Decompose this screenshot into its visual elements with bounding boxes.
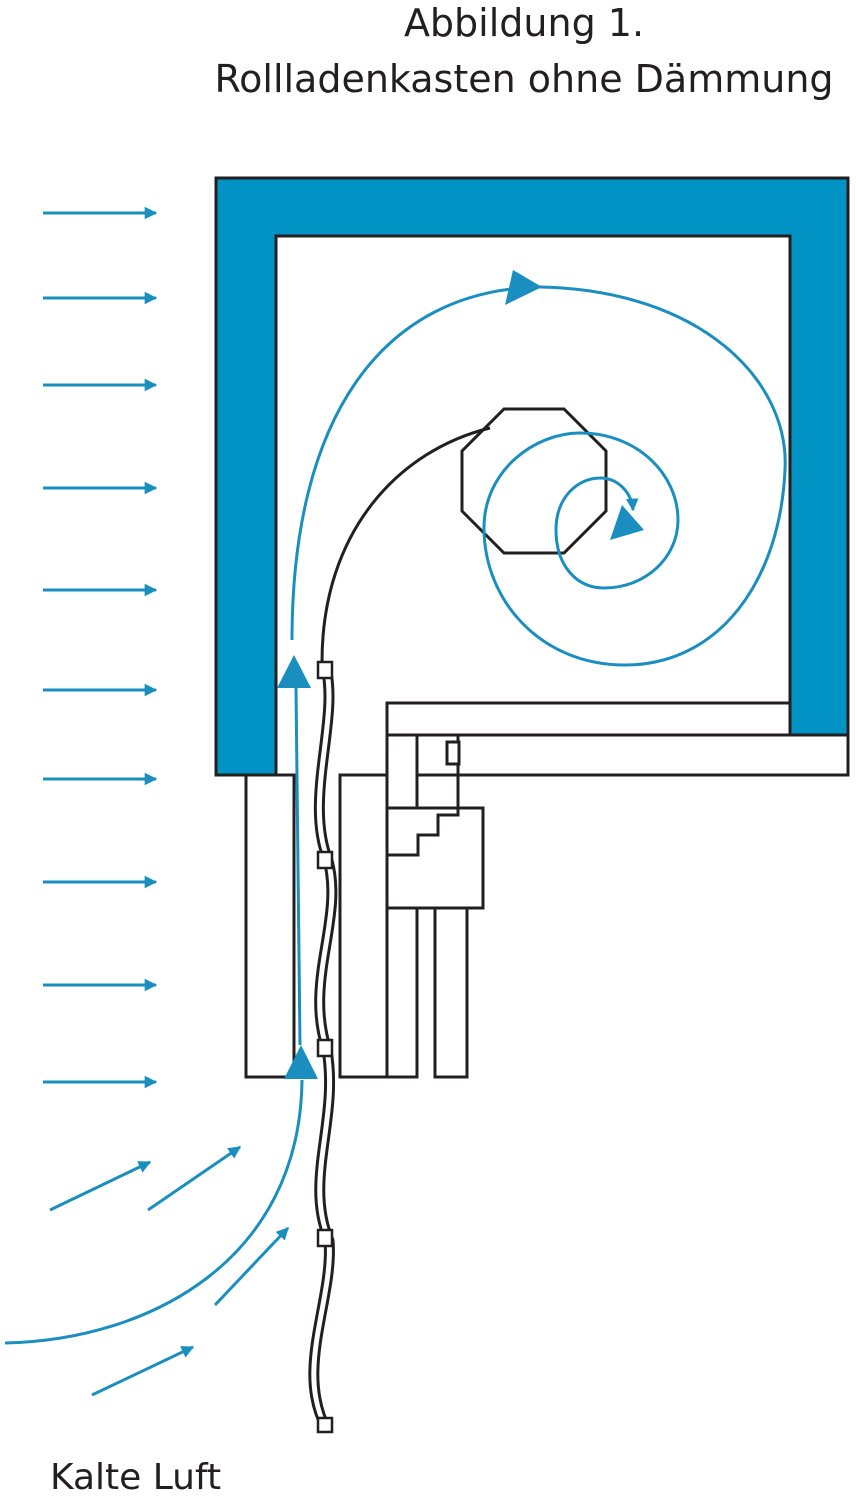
cold-air-arrows [43,206,290,1397]
roller-shaft [460,407,608,555]
box-wall-insulation-missing [214,176,850,777]
air-flow-rising [4,687,304,1345]
window-frame [244,701,850,1079]
air-flow-spiral [290,285,787,667]
air-flow-arrowheads [277,270,644,1079]
cold-air-label: Kalte Luft [50,1457,222,1498]
figure-title-line-2: Rollladenkasten ohne Dämmung [214,57,834,101]
figure-title-line-1: Abbildung 1. [403,1,645,45]
shutter-slat-joints [316,660,334,1434]
